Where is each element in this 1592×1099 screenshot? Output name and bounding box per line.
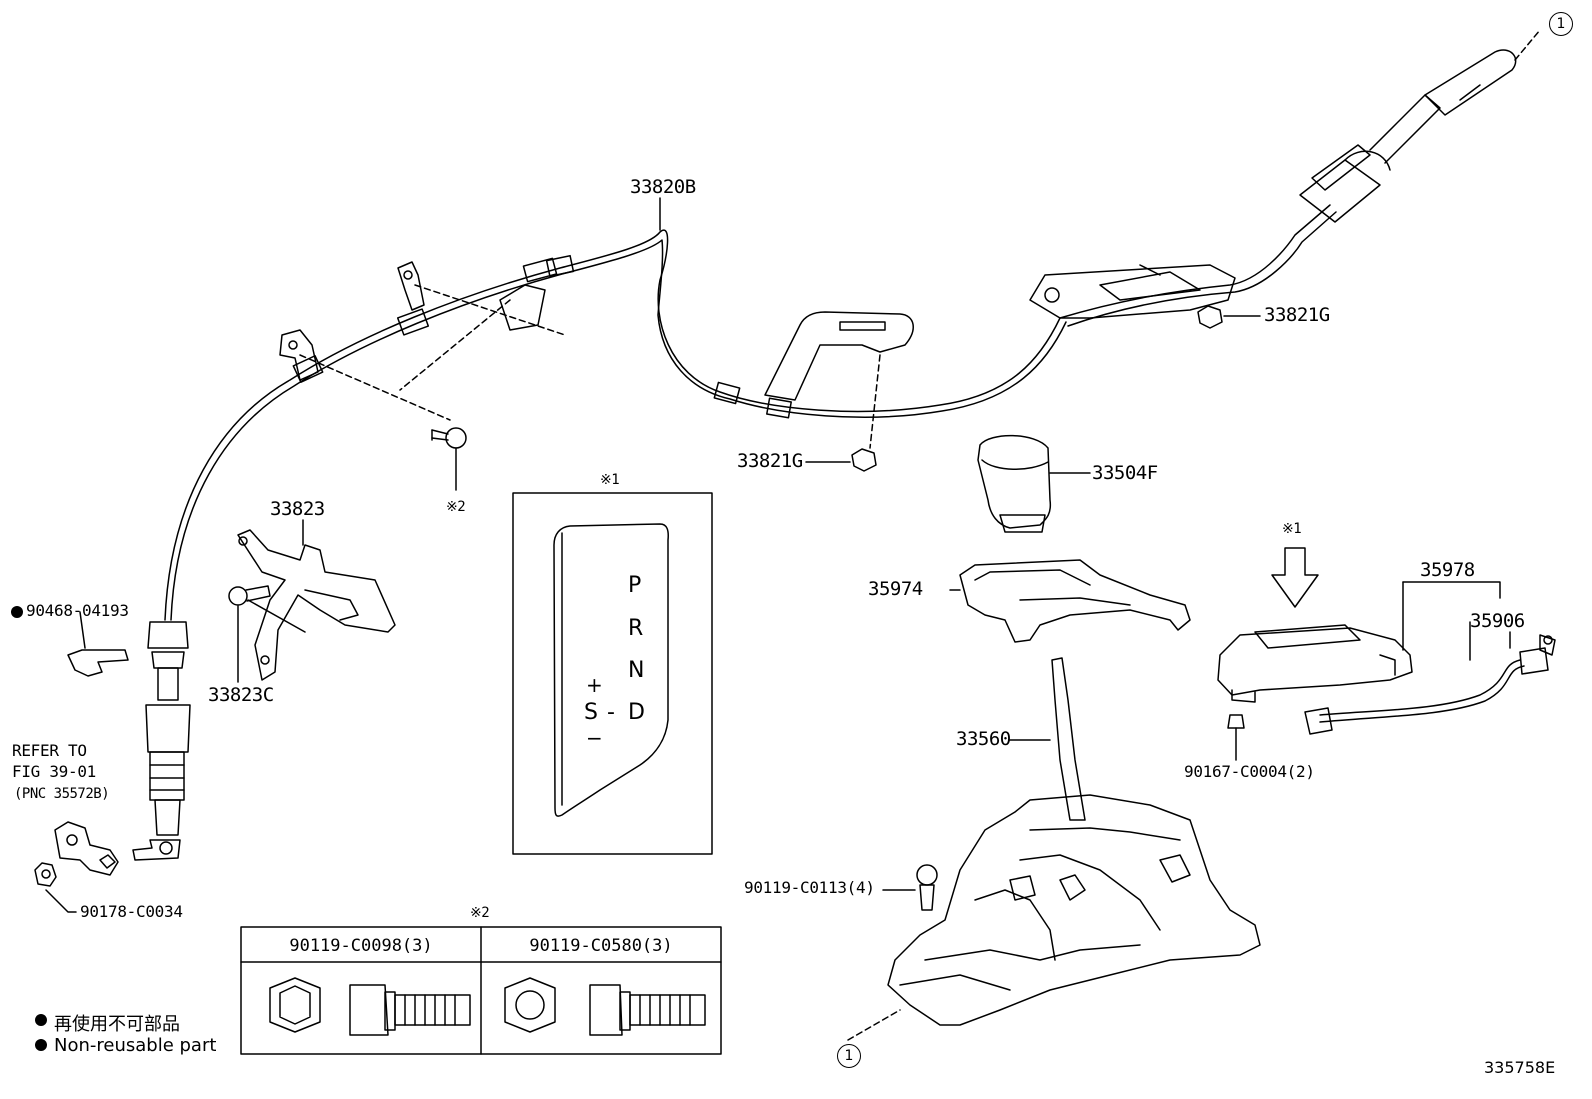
cable-bracket-refer xyxy=(54,821,119,876)
bezel-35974 xyxy=(949,559,1191,643)
leader-lines xyxy=(247,197,1471,661)
gate-plus: + xyxy=(586,673,603,697)
label-33821G-top: 33821G xyxy=(1264,304,1330,326)
cable-brackets xyxy=(279,261,566,421)
leader-bracket-35978 xyxy=(1402,581,1501,651)
marker-circle-bottom: 1 xyxy=(837,1044,861,1068)
gate-letter-d: D xyxy=(628,700,645,725)
bolt-table-col2: 90119-C0580(3) xyxy=(529,936,673,956)
cable-retainer-bracket xyxy=(764,311,914,449)
shift-knob-33504F xyxy=(977,434,1091,533)
label-90119-C0113: 90119-C0113(4) xyxy=(744,878,875,897)
marker-circle-top: 1 xyxy=(1549,12,1573,36)
nut-33821G-top xyxy=(1197,305,1261,329)
label-35906: 35906 xyxy=(1470,610,1525,632)
label-33823: 33823 xyxy=(270,498,325,520)
gate-letter-n: N xyxy=(628,658,645,683)
selector-switch-35978 xyxy=(1217,547,1413,703)
label-33504F: 33504F xyxy=(1092,462,1158,484)
label-90178-C0034: 90178-C0034 xyxy=(80,902,183,921)
label-33821G-mid: 33821G xyxy=(737,450,803,472)
nut-90178-C0034 xyxy=(34,862,77,913)
figure-code: 335758E xyxy=(1484,1058,1556,1077)
shift-cable xyxy=(132,29,1541,861)
refer-line-1: REFER TO xyxy=(12,741,87,760)
note2-table-label: ※2 xyxy=(470,905,490,921)
wire-harness-35906 xyxy=(1304,631,1556,735)
label-35978: 35978 xyxy=(1420,559,1475,581)
label-33560: 33560 xyxy=(956,728,1011,750)
bolt-note2 xyxy=(431,427,467,491)
label-33823C: 33823C xyxy=(208,684,274,706)
bolt-table xyxy=(240,926,722,1055)
label-90167-C0004: 90167-C0004(2) xyxy=(1184,762,1315,781)
gate-panel-box xyxy=(512,492,713,855)
gate-minus: − xyxy=(586,726,603,750)
label-90468-04193: 90468-04193 xyxy=(26,601,129,620)
refer-line-2: FIG 39-01 xyxy=(12,762,96,781)
gate-letter-p: P xyxy=(628,573,642,598)
refer-line-3: (PNC 35572B) xyxy=(14,786,110,802)
shift-lever-assembly-33560 xyxy=(847,657,1261,1041)
clip-90468-04193 xyxy=(67,611,129,677)
bolt-33823C xyxy=(228,585,271,683)
screw-90167-C0004 xyxy=(1227,714,1245,761)
label-33820B: 33820B xyxy=(630,176,696,198)
legend-english: Non-reusable part xyxy=(54,1035,217,1056)
bolt-table-col1: 90119-C0098(3) xyxy=(289,936,433,956)
note1-switch-label: ※1 xyxy=(1282,521,1302,537)
gate-letter-r: R xyxy=(628,616,644,641)
gate-letter-s: S xyxy=(584,700,598,725)
note1-gate-label: ※1 xyxy=(600,472,620,488)
label-35974: 35974 xyxy=(868,578,923,600)
gate-dash: - xyxy=(607,700,615,725)
legend-japanese: 再使用不可部品 xyxy=(54,1014,180,1035)
nut-33821G-mid xyxy=(805,448,877,472)
bolt-90119-C0113 xyxy=(882,864,938,911)
cable-end-bracket xyxy=(1029,264,1236,319)
note2-bolt-label: ※2 xyxy=(446,499,466,515)
bracket-33823 xyxy=(237,519,396,681)
